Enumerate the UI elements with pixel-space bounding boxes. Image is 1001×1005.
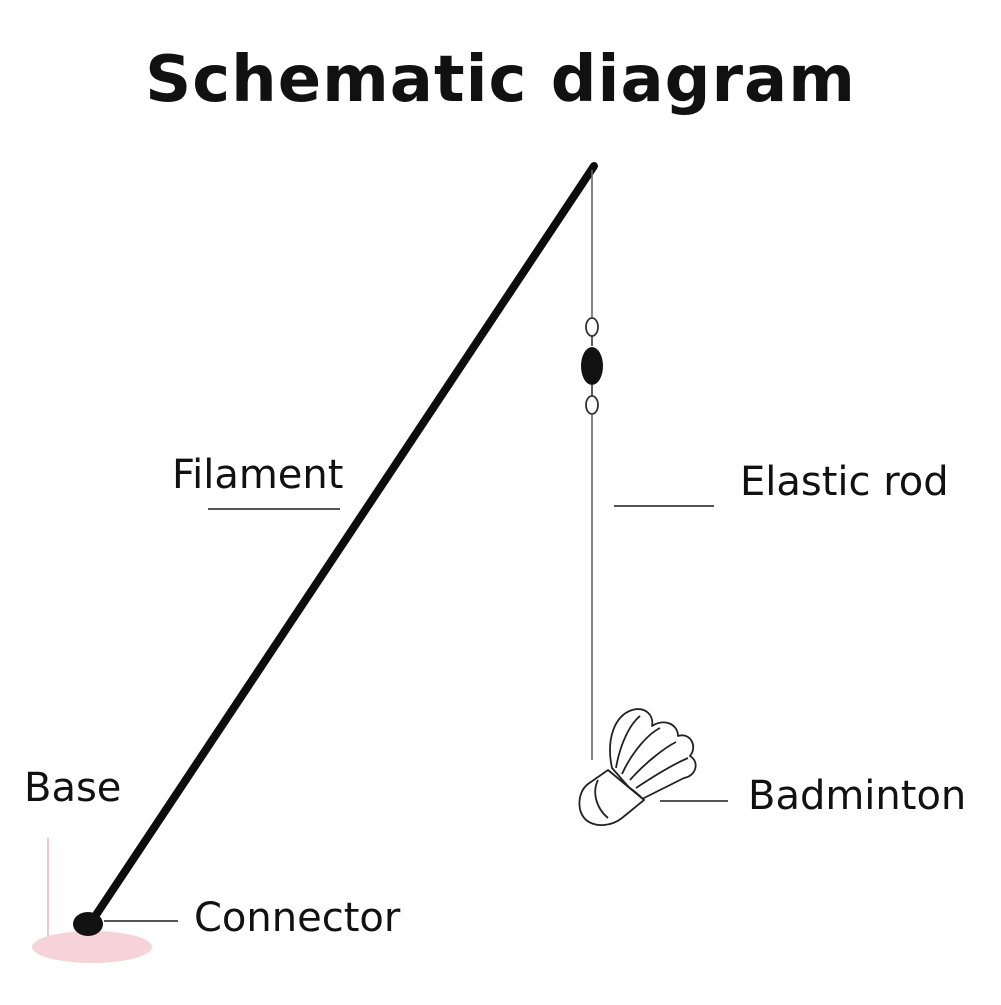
page-title: Schematic diagram bbox=[145, 43, 856, 117]
shuttlecock-icon bbox=[578, 708, 697, 826]
lower-swivel-ring bbox=[585, 395, 599, 415]
base-pad bbox=[32, 931, 152, 963]
weight-bead bbox=[581, 347, 603, 385]
badminton-label: Badminton bbox=[748, 773, 967, 819]
elastic-rod-label: Elastic rod bbox=[740, 459, 949, 505]
filament-label: Filament bbox=[172, 452, 344, 498]
main-rod bbox=[86, 162, 598, 928]
connector-knob bbox=[73, 912, 103, 936]
base-label: Base bbox=[24, 765, 122, 811]
upper-swivel-ring bbox=[585, 317, 599, 337]
connector-label: Connector bbox=[194, 895, 401, 941]
